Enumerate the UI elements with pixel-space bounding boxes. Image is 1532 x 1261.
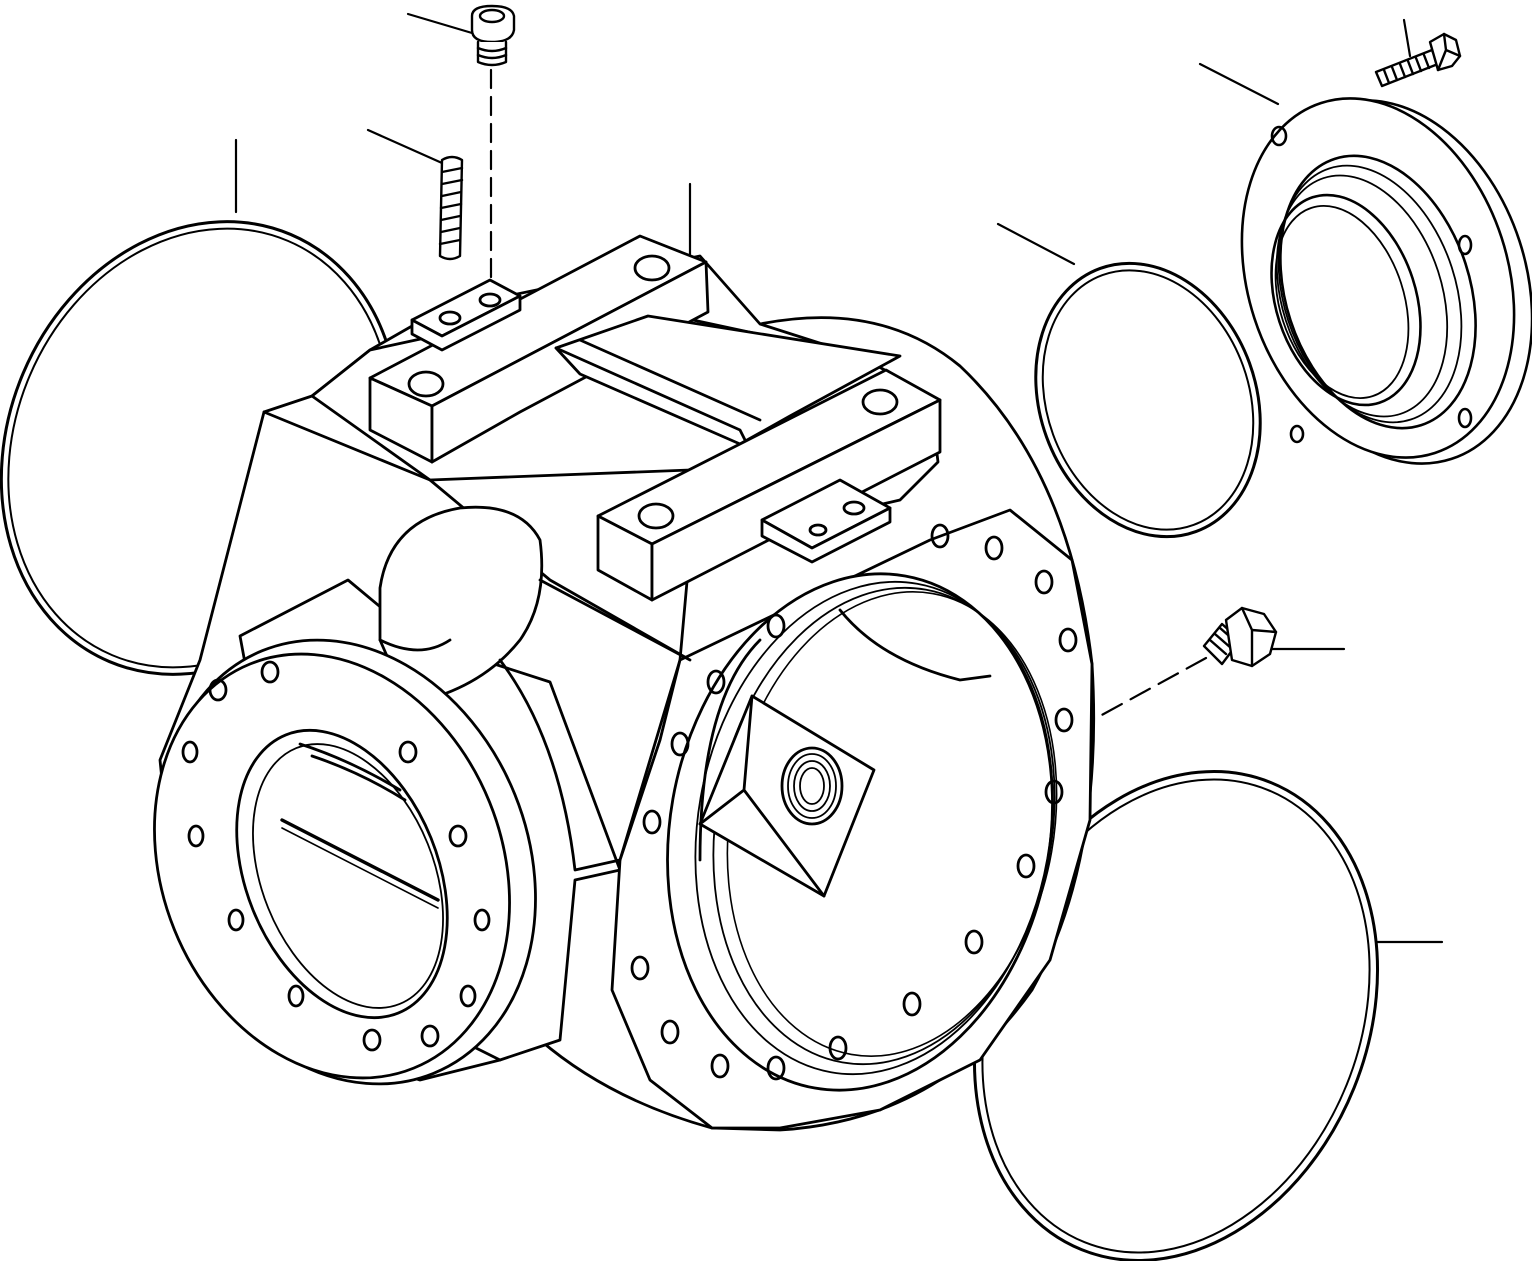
top-plug-thread xyxy=(476,40,508,67)
left-flange-bore-groove xyxy=(280,818,440,902)
callout-lines xyxy=(234,12,1444,944)
axle-housing xyxy=(153,234,1096,1132)
retainer-bolt-hole-1 xyxy=(1270,125,1288,147)
left-flange-bolt-hole xyxy=(181,740,199,764)
leader-line-dowel-pin xyxy=(366,128,444,165)
left-flange-bolt-hole xyxy=(287,984,305,1008)
mount-pad-right-hole-1 xyxy=(637,502,675,530)
right-flange-bolt-hole xyxy=(984,535,1004,561)
mount-pad-left-hole-2 xyxy=(633,254,671,282)
retainer-spigot-outer xyxy=(1279,154,1477,430)
retainer-bolt-hole-2 xyxy=(1457,234,1473,256)
mount-pad-left-hole-1 xyxy=(407,370,445,398)
right-flange-bolt-hole xyxy=(1044,779,1064,805)
right-flange-bolt-hole xyxy=(630,955,650,981)
o-ring-right-small xyxy=(1034,261,1262,539)
housing-lug xyxy=(378,505,544,706)
left-flange-bolt-hole xyxy=(473,908,491,932)
top-plug-thread-lines xyxy=(476,46,508,60)
left-flange-bolt-hole xyxy=(227,908,245,932)
right-flange-bolt-hole xyxy=(964,929,984,955)
right-flange-bolt-hole xyxy=(902,991,922,1017)
leader-line-top-plug xyxy=(406,12,474,35)
drain-boss-inner xyxy=(698,694,826,898)
breather-plug xyxy=(1202,606,1278,668)
center-rib xyxy=(554,314,902,446)
drain-port xyxy=(780,746,844,826)
left-flange-bolt-hole xyxy=(398,740,418,764)
left-flange-bore-groove-2 xyxy=(281,827,439,909)
retainer-bore xyxy=(1270,193,1422,407)
o-ring-small-inner xyxy=(1041,269,1255,531)
top-plug xyxy=(470,4,516,67)
left-flange-bolt-holes xyxy=(181,660,491,1052)
breather-plug-hex-facet xyxy=(1240,606,1278,668)
right-flange-bolt-hole xyxy=(1034,569,1054,595)
cover-bolt-head-facet xyxy=(1436,32,1462,72)
left-flange-bolt-hole xyxy=(420,1024,440,1048)
right-flange-bore-ring-1 xyxy=(694,580,1054,1076)
right-boss-hole-2 xyxy=(842,500,866,516)
right-flange-bolt-hole xyxy=(766,1055,786,1081)
right-boss-hole-1 xyxy=(808,523,828,537)
right-flange-bolt-hole xyxy=(930,523,950,549)
right-flange-bolt-hole xyxy=(710,1053,730,1079)
left-flange-bore-step xyxy=(298,742,407,802)
left-flange-bore xyxy=(235,728,449,1020)
left-flange-bolt-hole xyxy=(362,1028,382,1052)
right-flange-bolt-hole xyxy=(660,1019,680,1045)
retainer-cover xyxy=(1240,97,1532,465)
leader-line-o-ring-small xyxy=(996,222,1076,266)
drain-port-thread-2 xyxy=(793,760,831,812)
retainer-spigot-ring-1 xyxy=(1277,164,1463,424)
cover-bolt xyxy=(1374,32,1462,88)
retainer-spigot-ring-2 xyxy=(1275,174,1449,418)
housing-lug-shadow xyxy=(378,638,452,652)
pin-boss-hole-2 xyxy=(478,292,502,308)
right-flange-bolt-holes xyxy=(630,523,1078,1081)
right-flange-bolt-hole xyxy=(1058,627,1078,653)
right-flange-bolt-hole xyxy=(642,809,662,835)
left-flange-bolt-hole xyxy=(208,678,228,702)
right-boss-front xyxy=(760,506,892,564)
housing-edge-lines xyxy=(498,578,692,872)
pin-boss-front xyxy=(410,294,522,352)
left-flange-bolt-hole xyxy=(448,824,468,848)
left-flange-bolt-hole xyxy=(260,660,280,684)
cover-bolt-thread xyxy=(1382,53,1431,85)
left-flange-bolt-hole xyxy=(459,984,477,1008)
right-flange-bolt-hole xyxy=(670,731,690,757)
retainer-bore-inner xyxy=(1274,205,1410,399)
right-flange-bolt-hole xyxy=(1054,707,1074,733)
left-flange-bore-inner xyxy=(252,743,444,1009)
retainer-bolt-hole-4 xyxy=(1289,424,1305,444)
dowel-pin xyxy=(438,155,464,261)
leader-line-cover-bolt xyxy=(1402,18,1412,58)
right-flange-bolt-hole xyxy=(828,1035,848,1061)
o-ring-small-outer xyxy=(1034,261,1262,539)
top-plug-head xyxy=(470,4,516,44)
right-flange-bolt-hole xyxy=(1016,853,1036,879)
left-flange-bolt-hole xyxy=(187,824,205,848)
leader-line-retainer xyxy=(1198,62,1280,106)
mount-pad-right-side xyxy=(650,398,942,602)
retainer-bolt-hole-3 xyxy=(1457,407,1473,429)
mount-pad-right-hole-2 xyxy=(861,388,899,416)
drain-port-thread-1 xyxy=(787,753,837,819)
bore-inner-arc xyxy=(838,608,992,682)
top-plug-socket xyxy=(478,8,506,24)
drain-port-thread-3 xyxy=(799,767,825,805)
pin-boss-hole-1 xyxy=(438,310,462,326)
right-flange-bolt-hole xyxy=(706,669,726,695)
assembly-line-breather xyxy=(1098,656,1208,718)
dowel-pin-knurl xyxy=(438,166,464,246)
right-flange-bolt-hole xyxy=(766,613,786,639)
